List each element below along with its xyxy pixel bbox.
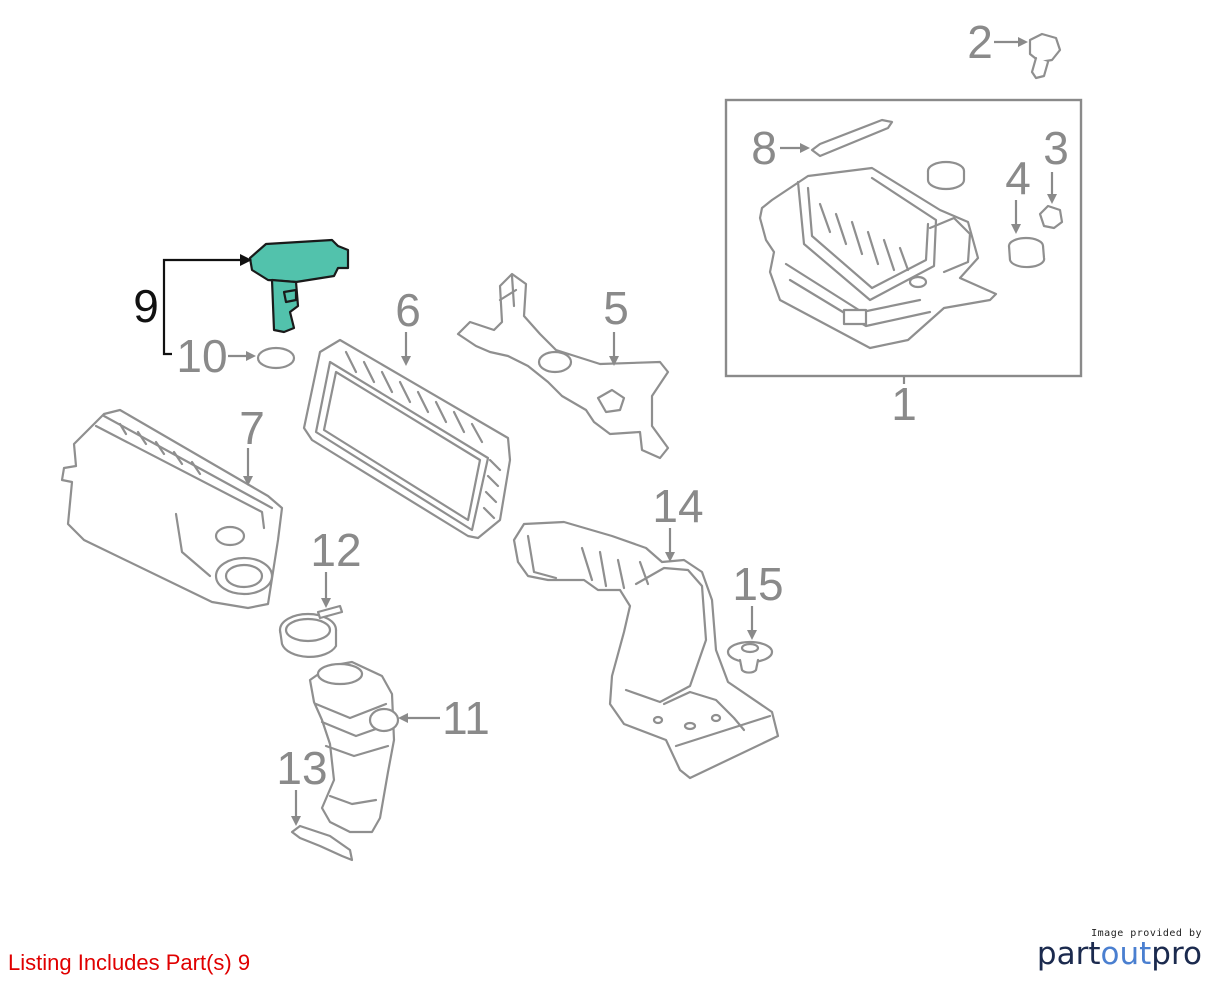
callout-4: 4 <box>1005 152 1031 204</box>
leader-lines <box>162 37 1057 826</box>
part-9-mass-air-flow-sensor[interactable] <box>248 238 350 334</box>
listing-note: Listing Includes Part(s) 9 <box>8 950 251 975</box>
callout-6: 6 <box>395 284 421 336</box>
callout-5: 5 <box>603 282 629 334</box>
part-5-bracket[interactable] <box>456 272 670 460</box>
callout-13: 13 <box>276 742 327 794</box>
brand-part3: pro <box>1151 936 1202 972</box>
callout-1: 1 <box>891 378 917 430</box>
part-13-clamp[interactable] <box>290 824 354 862</box>
partoutpro-logo: partoutpro <box>1037 937 1202 971</box>
callout-2: 2 <box>967 16 993 68</box>
callout-numbers: 1 2 3 4 5 6 7 8 9 10 11 12 13 14 15 <box>133 16 1069 794</box>
callout-11: 11 <box>442 692 490 744</box>
callout-3: 3 <box>1043 122 1069 174</box>
brand-part1: part <box>1036 936 1101 972</box>
part-14-air-duct[interactable] <box>512 520 780 780</box>
brand-part2: out <box>1100 936 1152 972</box>
callout-12: 12 <box>310 524 361 576</box>
callout-15: 15 <box>732 558 783 610</box>
image-credit: Image provided by partoutpro <box>1037 928 1202 971</box>
callout-7: 7 <box>239 402 265 454</box>
part-12-clamp[interactable] <box>278 604 344 658</box>
part-2-bolt[interactable] <box>1028 32 1062 80</box>
part-7-lower-case[interactable] <box>60 408 284 610</box>
callout-10: 10 <box>176 330 227 382</box>
part-15-clip[interactable] <box>726 640 774 674</box>
credit-text: Image provided by <box>1091 928 1202 939</box>
callout-14: 14 <box>652 480 703 532</box>
part-11-intake-hose[interactable] <box>308 660 400 834</box>
callout-8: 8 <box>751 122 777 174</box>
part-6-air-filter[interactable] <box>302 338 512 540</box>
callout-9: 9 <box>133 280 159 332</box>
part-1-assembly[interactable] <box>724 98 1083 384</box>
part-10-o-ring[interactable] <box>256 346 296 370</box>
